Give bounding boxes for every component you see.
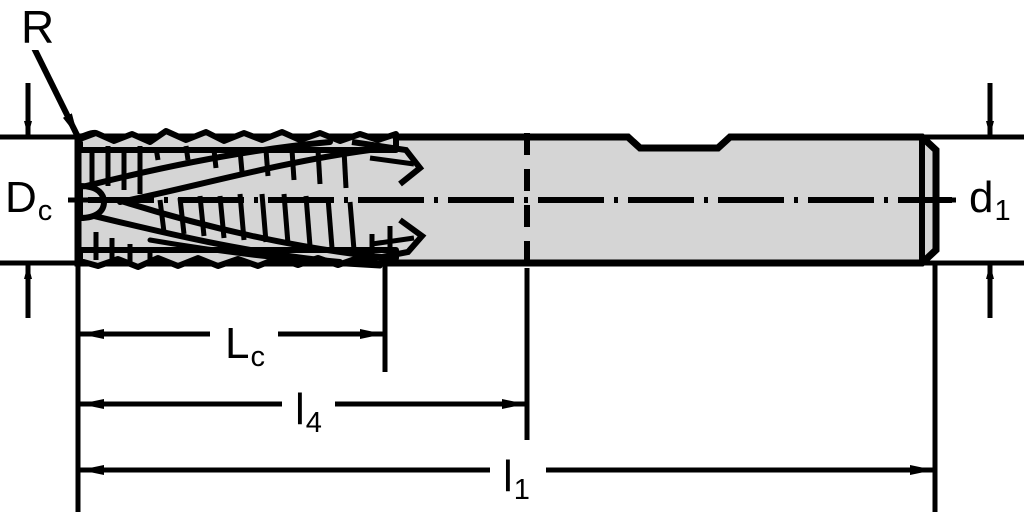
R-leader-arrow — [31, 46, 81, 139]
label-overall-length-base: l — [503, 452, 513, 501]
dimension-R — [31, 46, 81, 139]
helix-band-lower-2 — [115, 197, 395, 261]
flute-end-chevron-upper — [351, 139, 425, 187]
flute-end-chevron-lower — [355, 217, 427, 265]
helix-band-upper-1 — [83, 139, 333, 189]
label-shank-diameter: d1 — [966, 173, 1014, 226]
dimension-l1 — [80, 263, 938, 512]
flute-end-notch-upper — [369, 155, 415, 167]
flute-region — [77, 128, 427, 270]
label-cutting-length: Lc — [222, 319, 268, 372]
label-length-l4-base: l — [295, 385, 305, 434]
flute-end-notch-lower — [371, 235, 415, 247]
label-corner-radius-text: R — [21, 1, 55, 53]
label-cutting-diameter-subscript: c — [37, 195, 53, 228]
label-shank-diameter-subscript: 1 — [994, 195, 1011, 228]
helix-band-upper-2 — [117, 147, 373, 205]
chipbreaker-teeth-upper — [89, 145, 349, 194]
dimension-l4 — [80, 268, 530, 440]
label-cutting-diameter-base: D — [5, 173, 37, 222]
label-cutting-diameter: Dc — [2, 173, 56, 226]
label-overall-length: l1 — [500, 452, 533, 505]
dimension-d1 — [920, 83, 1024, 318]
label-length-l4: l4 — [292, 385, 325, 438]
tool-body-group — [74, 128, 952, 270]
label-length-l4-subscript: 4 — [305, 407, 322, 440]
label-cutting-length-subscript: c — [250, 341, 265, 374]
label-shank-diameter-base: d — [969, 173, 994, 222]
label-overall-length-subscript: 1 — [513, 474, 530, 507]
dimension-Lc — [75, 263, 388, 512]
label-cutting-length-base: L — [225, 319, 250, 368]
label-corner-radius: R — [18, 1, 58, 53]
helix-band-lower-3 — [147, 237, 383, 269]
chipbreaker-teeth-mid — [157, 193, 357, 251]
dimension-Dc — [0, 83, 92, 318]
